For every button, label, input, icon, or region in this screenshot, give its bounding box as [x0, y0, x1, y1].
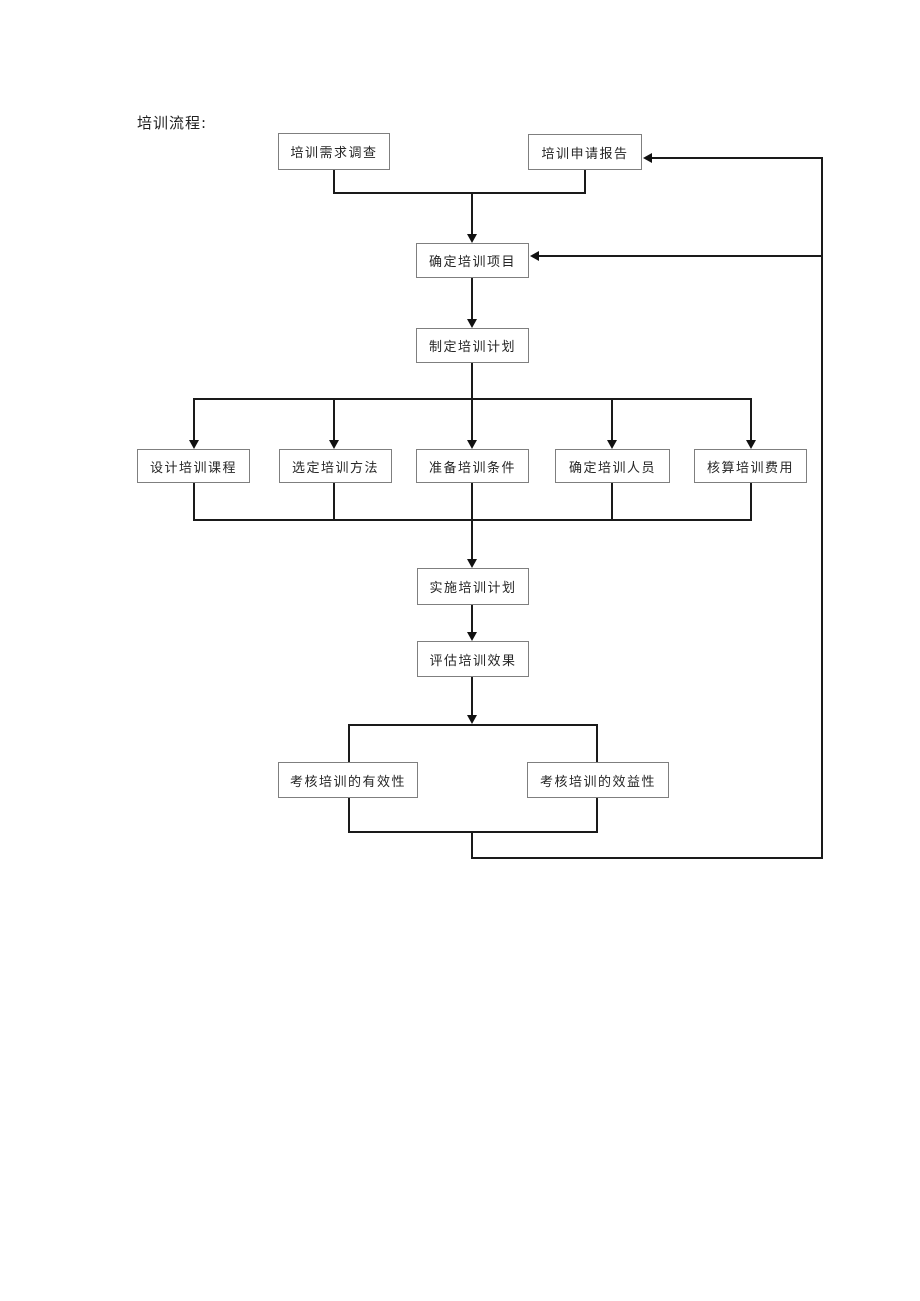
edge-select-method-down — [333, 483, 335, 521]
edge-assessment-group-down — [471, 833, 473, 859]
edge-merge-to-determine-project — [471, 192, 473, 234]
node-determine-project: 确定培训项目 — [416, 243, 529, 278]
arrowhead-into-select-method — [329, 440, 339, 449]
node-application-report: 培训申请报告 — [528, 134, 642, 170]
arrowhead-into-calculate-cost — [746, 440, 756, 449]
edge-top-merge-bar — [333, 192, 586, 194]
edge-prepare-conditions-down — [471, 483, 473, 521]
arrowhead-into-prepare-conditions — [467, 440, 477, 449]
arrowhead-into-evaluate-effect — [467, 632, 477, 641]
edge-feedback-to-application-report — [651, 157, 823, 159]
node-calculate-cost: 核算培训费用 — [694, 449, 807, 483]
node-evaluate-effect: 评估培训效果 — [417, 641, 529, 677]
node-make-plan: 制定培训计划 — [416, 328, 529, 363]
edge-make-plan-down — [471, 363, 473, 400]
arrowhead-into-implement-plan — [467, 559, 477, 568]
arrowhead-into-design-course — [189, 440, 199, 449]
edge-feedback-to-determine-project — [538, 255, 823, 257]
edge-determine-personnel-down — [611, 483, 613, 521]
arrowhead-feedback-into-determine-project — [530, 251, 539, 261]
edge-needs-survey-down — [333, 170, 335, 194]
edge-design-course-down — [193, 483, 195, 521]
arrowhead-into-determine-project — [467, 234, 477, 243]
node-select-method: 选定培训方法 — [279, 449, 392, 483]
node-design-course: 设计培训课程 — [137, 449, 250, 483]
arrowhead-into-determine-personnel — [607, 440, 617, 449]
node-assess-benefit: 考核培训的效益性 — [527, 762, 669, 798]
node-prepare-conditions: 准备培训条件 — [416, 449, 529, 483]
page-title: 培训流程: — [137, 114, 208, 132]
arrowhead-feedback-into-application-report — [643, 153, 652, 163]
edge-implement-to-evaluate — [471, 605, 473, 633]
edge-fanout-to-select-method — [333, 399, 335, 441]
edge-calculate-cost-down — [750, 483, 752, 521]
edge-determine-project-to-make-plan — [471, 278, 473, 320]
edge-fanout-to-prepare-conditions — [471, 399, 473, 441]
node-needs-survey: 培训需求调查 — [278, 133, 390, 170]
edge-application-report-down — [584, 170, 586, 194]
arrowhead-into-assessment-group — [467, 715, 477, 724]
edge-fanout-to-determine-personnel — [611, 399, 613, 441]
node-implement-plan: 实施培训计划 — [417, 568, 529, 605]
node-assess-effectiveness: 考核培训的有效性 — [278, 762, 418, 798]
edge-fanout-to-design-course — [193, 399, 195, 441]
arrowhead-into-make-plan — [467, 319, 477, 328]
edge-fanout-to-calculate-cost — [750, 399, 752, 441]
edge-feedback-bottom-bar — [471, 857, 823, 859]
edge-feedback-riser — [821, 157, 823, 859]
edge-merge-to-implement-plan — [471, 520, 473, 560]
edge-evaluate-to-assessment-group — [471, 677, 473, 716]
node-determine-personnel: 确定培训人员 — [555, 449, 670, 483]
